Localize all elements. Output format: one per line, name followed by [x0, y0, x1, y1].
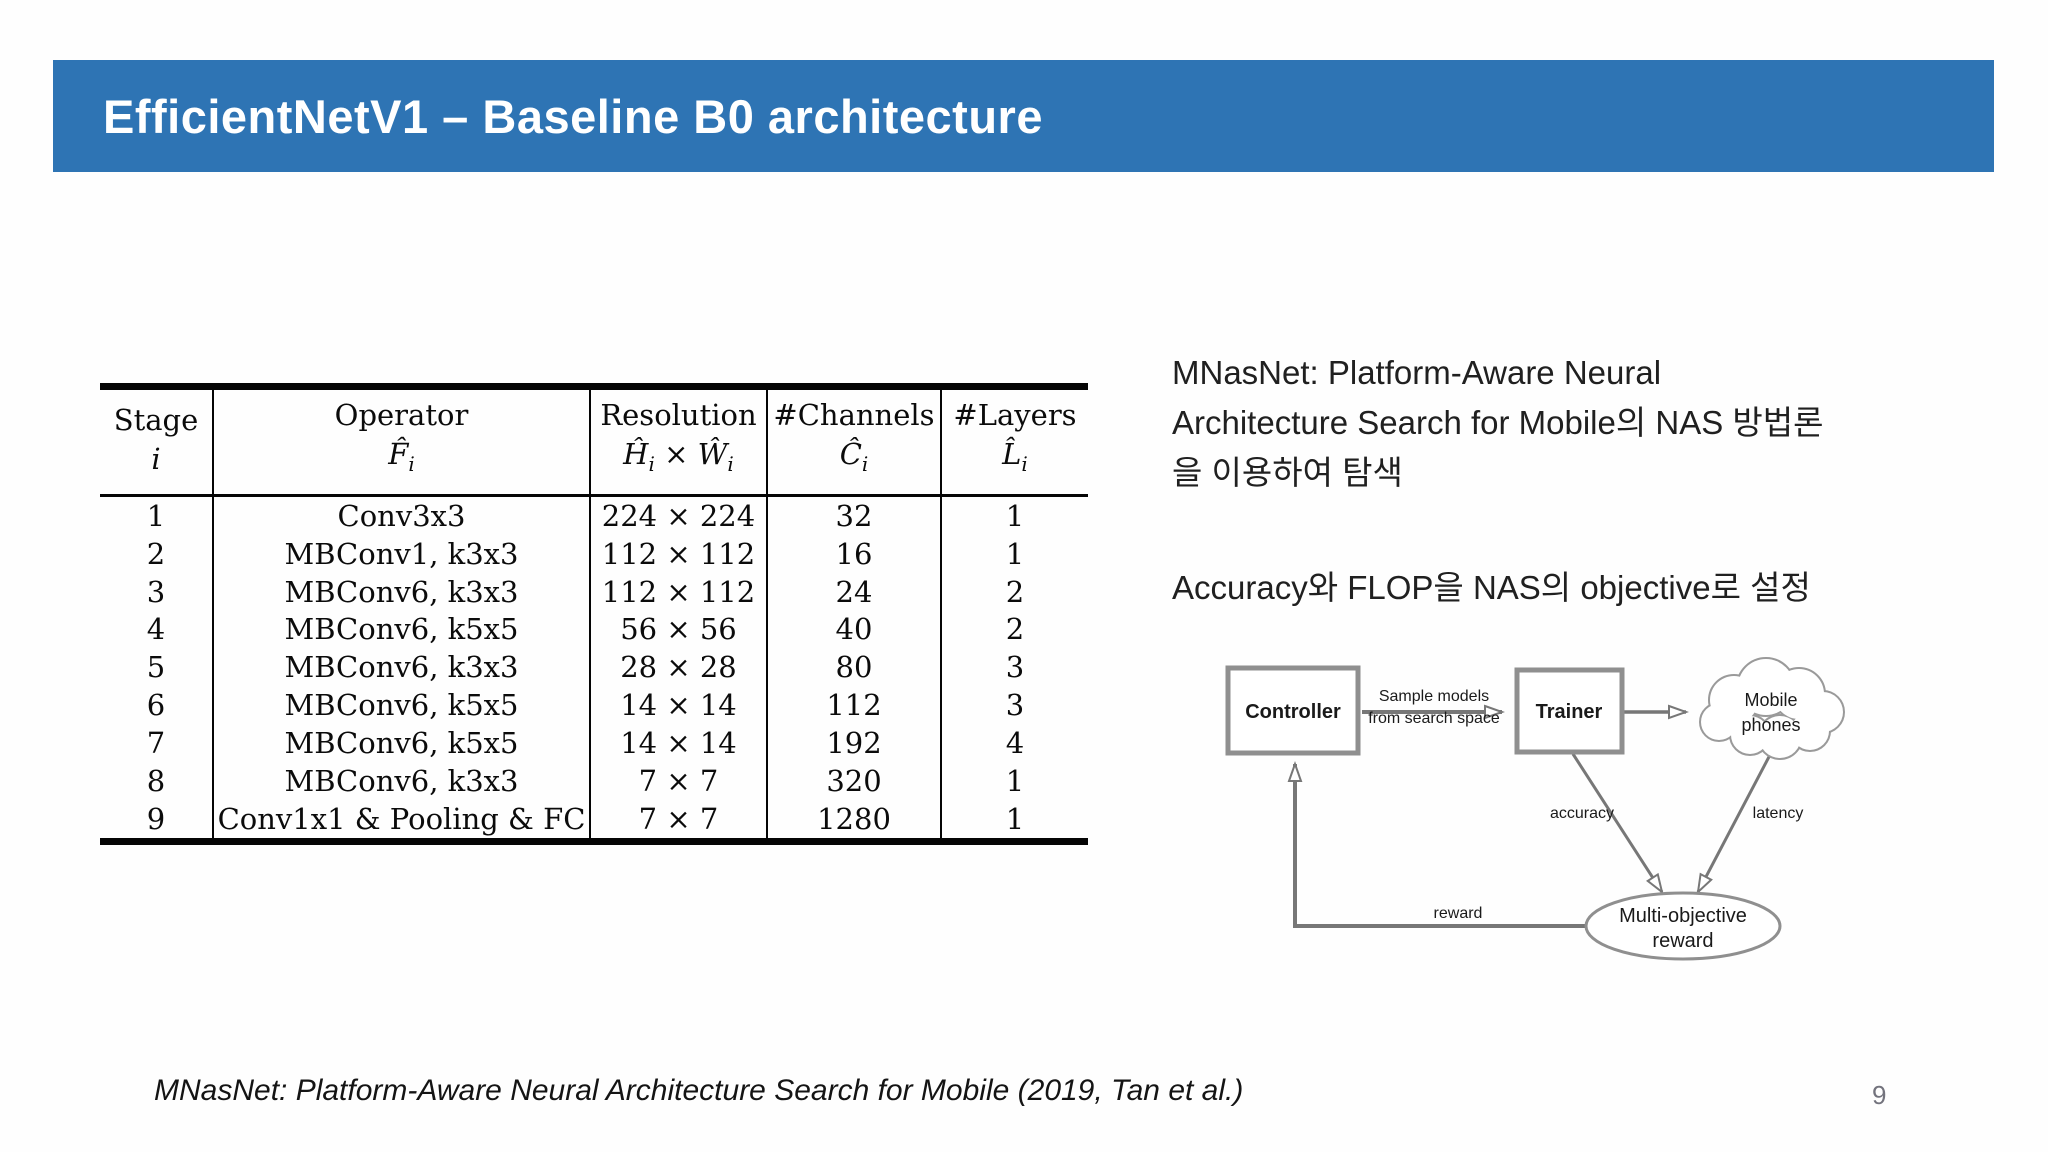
mnasnet-diagram: Controller Trainer Mobile phones Multi-o…: [1225, 657, 1845, 961]
latency-arrow: [1696, 752, 1773, 895]
controller-box: [1225, 665, 1361, 756]
footer-citation: MNasNet: Platform-Aware Neural Architect…: [154, 1074, 1244, 1107]
ellipse-label-line2: reward: [1652, 930, 1713, 952]
sample-models-label-line1: Sample models: [1379, 688, 1489, 705]
table-header-stage: Stage i: [100, 386, 214, 497]
table-header-row: Stage i Operator F̂i Resolution Ĥi × Ŵi …: [100, 386, 1088, 497]
cloud-label-line2: phones: [1741, 715, 1800, 735]
table-row: 2 MBConv1, k3x3 112 × 112 16 1: [100, 534, 1088, 573]
table-header-layers: #Layers L̂i: [941, 386, 1088, 497]
table-row: 3 MBConv6, k3x3 112 × 112 24 2: [100, 572, 1088, 611]
latency-label: latency: [1753, 805, 1804, 822]
nas-method-note: MNasNet: Platform-Aware Neural Architect…: [1172, 354, 1824, 491]
trainer-box: [1514, 667, 1625, 755]
slide-title-bar: EfficientNetV1 – Baseline B0 architectur…: [53, 60, 1994, 172]
table-header-channels: #Channels Ĉi: [767, 386, 942, 497]
architecture-table: Stage i Operator F̂i Resolution Ĥi × Ŵi …: [100, 383, 1088, 845]
mobile-phones-cloud: Mobile phones: [1699, 657, 1845, 760]
cloud-label-line1: Mobile: [1744, 690, 1797, 710]
table-row: 8 MBConv6, k3x3 7 × 7 320 1: [100, 761, 1088, 800]
table-row: 6 MBConv6, k5x5 14 × 14 112 3: [100, 686, 1088, 725]
table-header-resolution: Resolution Ĥi × Ŵi: [590, 386, 768, 497]
nas-objective-note: Accuracy와 FLOP을 NAS의 objective로 설정: [1172, 569, 1811, 606]
controller-label: Controller: [1245, 701, 1341, 723]
reward-label: reward: [1434, 905, 1483, 922]
sample-models-label-line2: from search space: [1368, 710, 1500, 727]
table-row: 4 MBConv6, k5x5 56 × 56 40 2: [100, 610, 1088, 649]
page-number: 9: [1872, 1080, 1887, 1110]
ellipse-label-line1: Multi-objective: [1619, 905, 1747, 927]
multi-objective-reward-ellipse: [1584, 891, 1782, 961]
table-row: 9 Conv1x1 & Pooling & FC 7 × 7 1280 1: [100, 799, 1088, 842]
table-row: 7 MBConv6, k5x5 14 × 14 192 4: [100, 724, 1088, 762]
table-row: 5 MBConv6, k3x3 28 × 28 80 3: [100, 648, 1088, 687]
accuracy-arrow: [1571, 753, 1664, 895]
accuracy-label: accuracy: [1550, 805, 1614, 822]
table-row: 1 Conv3x3 224 × 224 32 1: [100, 495, 1088, 535]
table-header-operator: Operator F̂i: [213, 386, 591, 497]
trainer-label: Trainer: [1536, 701, 1603, 723]
slide-title: EfficientNetV1 – Baseline B0 architectur…: [103, 89, 1043, 143]
reward-arrow: [1287, 760, 1586, 928]
